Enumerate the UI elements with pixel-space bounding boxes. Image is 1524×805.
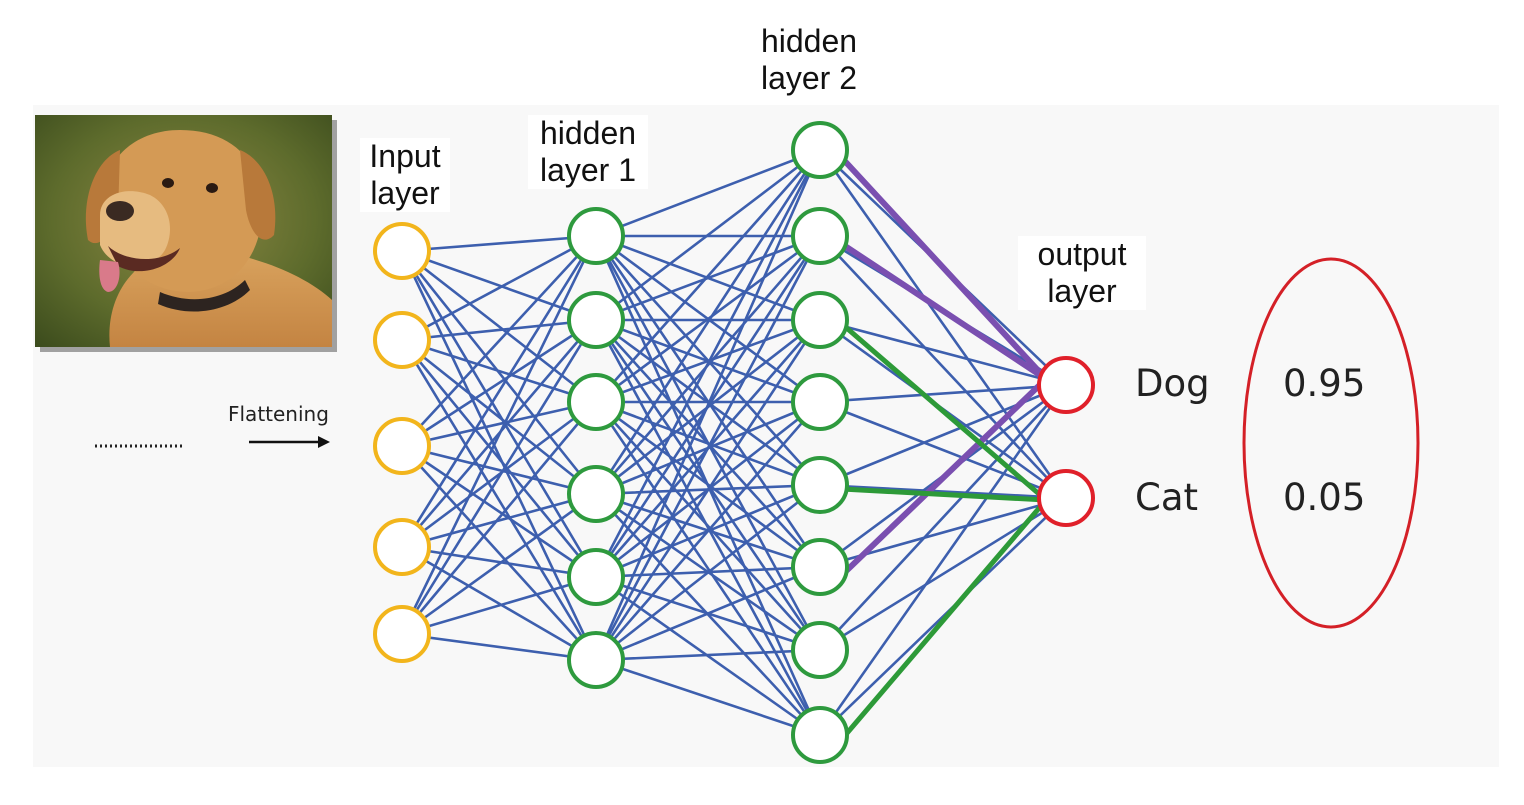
connection-input-2-to-hidden1-1: [400, 234, 598, 342]
connection-hidden1-6-to-hidden2-8: [594, 658, 822, 737]
hidden1-neuron-4: [567, 465, 625, 523]
connection-input-1-to-hidden1-6: [400, 249, 598, 662]
connection-hidden1-1-to-hidden2-1: [594, 148, 822, 238]
connection-input-1-to-hidden1-5: [400, 249, 598, 579]
connection-hidden2-8-to-output-2: [818, 496, 1068, 737]
connection-hidden1-6-to-hidden2-6: [594, 565, 822, 662]
hidden1-neuron-6: [567, 631, 625, 689]
highlight-connection-to-cat-8: [839, 497, 1049, 742]
highlight-connection-to-dog-1: [839, 155, 1049, 382]
connection-hidden2-8-to-output-1: [818, 383, 1068, 737]
output-layer-label: output layer: [1018, 236, 1146, 310]
connection-input-1-to-hidden1-4: [400, 249, 598, 496]
connection-hidden1-5-to-hidden2-1: [594, 148, 822, 579]
hidden2-neuron-4: [791, 373, 849, 431]
connection-hidden2-2-to-output-2: [818, 234, 1068, 500]
connections: [400, 148, 1068, 737]
highlight-connection-to-cat-3: [839, 321, 1049, 503]
input-neuron-3: [373, 417, 431, 475]
connection-input-5-to-hidden1-2: [400, 318, 598, 636]
dog-photo: [35, 115, 337, 352]
hidden2-neuron-8: [791, 706, 849, 764]
connection-hidden1-3-to-hidden2-2: [594, 234, 822, 404]
hidden2-neuron-3: [791, 291, 849, 349]
connection-hidden2-4-to-output-1: [818, 383, 1068, 404]
input-layer-label: Input layer: [360, 138, 450, 212]
hidden2-neuron-5: [791, 456, 849, 514]
probability-cat: 0.05: [1283, 476, 1366, 519]
connection-hidden1-3-to-hidden2-8: [594, 400, 822, 737]
connection-input-1-to-hidden1-2: [400, 249, 598, 322]
connection-input-2-to-hidden1-4: [400, 338, 598, 496]
class-name-cat: Cat: [1135, 476, 1199, 519]
connection-input-3-to-hidden1-6: [400, 444, 598, 662]
connection-input-3-to-hidden1-4: [400, 444, 598, 496]
hidden1-neuron-2: [567, 291, 625, 349]
connection-input-2-to-hidden1-5: [400, 338, 598, 579]
connection-hidden1-6-to-hidden2-1: [594, 148, 822, 662]
connection-input-5-to-hidden1-5: [400, 575, 598, 636]
connection-hidden2-7-to-output-1: [818, 383, 1068, 652]
hidden1-neuron-3: [567, 373, 625, 431]
hidden-layer-1-label: hidden layer 1: [528, 115, 648, 189]
hidden1-neuron-5: [567, 548, 625, 606]
connection-hidden1-6-to-hidden2-5: [594, 483, 822, 662]
connection-input-4-to-hidden1-5: [400, 545, 598, 579]
connection-input-3-to-hidden1-3: [400, 400, 598, 448]
highlight-connection-to-cat-5: [839, 486, 1049, 503]
hidden2-neuron-2: [791, 207, 849, 265]
hidden2-neuron-1: [791, 121, 849, 179]
connection-input-1-to-hidden1-3: [400, 249, 598, 404]
connection-hidden1-3-to-hidden2-5: [594, 400, 822, 487]
connection-input-3-to-hidden1-5: [400, 444, 598, 579]
connection-hidden2-1-to-output-2: [818, 148, 1068, 500]
connection-hidden1-4-to-hidden2-1: [594, 148, 822, 496]
neurons: [373, 121, 1095, 764]
connection-hidden1-2-to-hidden2-2: [594, 234, 822, 322]
connection-input-1-to-hidden1-1: [400, 234, 598, 253]
output-neuron-2: [1037, 469, 1095, 527]
hidden1-neuron-1: [567, 207, 625, 265]
highlight-connection-to-dog-2: [839, 241, 1049, 382]
connection-input-2-to-hidden1-6: [400, 338, 598, 662]
hidden-layer-2-label: hidden layer 2: [748, 23, 870, 97]
probability-dog: 0.95: [1283, 362, 1366, 405]
class-name-dog: Dog: [1135, 362, 1210, 405]
input-neuron-5: [373, 605, 431, 663]
connection-hidden1-6-to-hidden2-7: [594, 648, 822, 662]
highlight-connections: [839, 155, 1049, 742]
connection-hidden1-3-to-hidden2-1: [594, 148, 822, 404]
connection-input-4-to-hidden1-3: [400, 400, 598, 549]
connection-input-2-to-hidden1-2: [400, 318, 598, 342]
result-ellipse: [1242, 257, 1420, 629]
connection-input-3-to-hidden1-2: [400, 318, 598, 448]
connection-input-5-to-hidden1-3: [400, 400, 598, 636]
hidden2-neuron-7: [791, 621, 849, 679]
connection-input-5-to-hidden1-1: [400, 234, 598, 636]
flatten-arrow-icon: [249, 436, 330, 448]
connection-hidden1-6-to-hidden2-3: [594, 318, 822, 662]
connection-input-4-to-hidden1-1: [400, 234, 598, 549]
connection-hidden1-6-to-hidden2-4: [594, 400, 822, 662]
connection-hidden1-3-to-hidden2-7: [594, 400, 822, 652]
connection-hidden2-3-to-output-1: [818, 318, 1068, 387]
input-neuron-4: [373, 518, 431, 576]
connection-hidden1-6-to-hidden2-2: [594, 234, 822, 662]
flattening-label: Flattening: [228, 402, 329, 426]
input-neuron-1: [373, 222, 431, 280]
connection-hidden1-2-to-hidden2-1: [594, 148, 822, 322]
connection-input-3-to-hidden1-1: [400, 234, 598, 448]
connection-input-5-to-hidden1-4: [400, 492, 598, 636]
connection-input-4-to-hidden1-4: [400, 492, 598, 549]
output-neuron-1: [1037, 356, 1095, 414]
highlight-connection-to-dog-6: [839, 376, 1049, 578]
connection-input-2-to-hidden1-3: [400, 338, 598, 404]
hidden2-neuron-6: [791, 538, 849, 596]
connection-hidden1-3-to-hidden2-6: [594, 400, 822, 569]
connection-input-5-to-hidden1-6: [400, 632, 598, 662]
connection-hidden2-5-to-output-2: [818, 483, 1068, 500]
input-neuron-2: [373, 311, 431, 369]
